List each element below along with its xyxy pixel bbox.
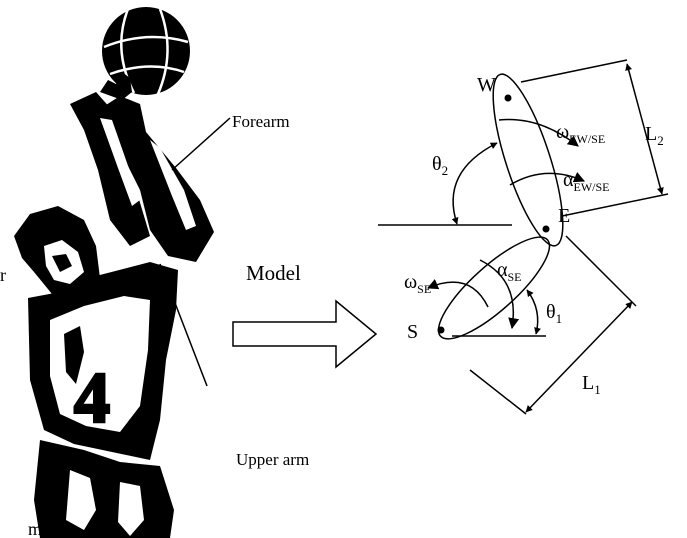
theta2-arc	[451, 142, 498, 225]
forearm-label: Forearm	[232, 112, 290, 131]
cropped-label-r: r	[0, 265, 6, 285]
model-label: Model	[246, 261, 301, 285]
wrist-label: W	[477, 74, 496, 96]
jersey-number: 4	[74, 358, 110, 438]
omega-se-arrow	[426, 279, 489, 308]
l1-dimension-arrow	[525, 301, 633, 413]
wrist-joint	[504, 94, 512, 102]
omega-ew-se-label: ωEW/SE	[556, 121, 605, 146]
theta2-label: θ2	[432, 153, 448, 178]
shoulder-joint	[437, 326, 445, 334]
alpha-se-arrow	[479, 259, 520, 330]
omega-se-label: ωSE	[404, 271, 431, 296]
theta1-arc	[526, 289, 541, 335]
model-arrow	[232, 299, 378, 369]
l1-label: L1	[582, 372, 601, 397]
upper-arm-callout: Upper arm	[159, 263, 309, 469]
upper-arm-label: Upper arm	[236, 450, 309, 469]
l2-dimension-arrow	[625, 63, 664, 195]
alpha-se-label: αSE	[497, 259, 522, 284]
arm-model-diagram: W E S L2 L1 θ2 θ1 ωEW/SE αEW/SE ωSE	[378, 59, 669, 415]
alpha-ew-se-label: αEW/SE	[563, 169, 609, 194]
elbow-joint	[542, 225, 550, 233]
upper-arm-segment	[437, 236, 551, 340]
theta1-label: θ1	[546, 301, 562, 326]
shoulder-label: S	[407, 321, 418, 343]
l2-label: L2	[645, 123, 664, 148]
forearm-segment	[492, 73, 564, 247]
alpha-ew-se-arrow	[509, 172, 586, 186]
basketball-player-illustration: 4	[14, 72, 214, 538]
cropped-label-m: m	[28, 519, 42, 538]
forearm-callout: Forearm	[171, 112, 290, 171]
basketball	[102, 7, 190, 95]
omega-ew-se-arrow	[498, 118, 579, 147]
